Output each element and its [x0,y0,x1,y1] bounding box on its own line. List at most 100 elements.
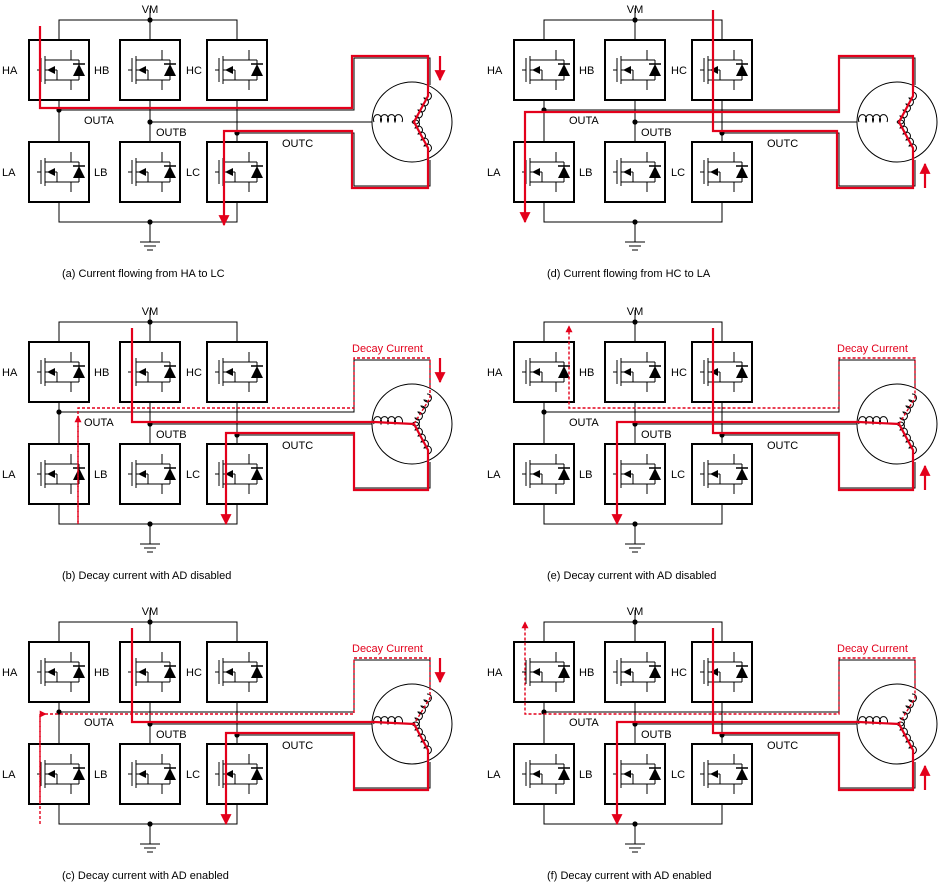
label-la: LA [487,769,501,781]
body-arrow [623,470,631,478]
body-arrow [532,66,540,74]
diode-icon [73,768,85,780]
decay-label: Decay Current [837,643,908,655]
motor [371,81,453,163]
outa-wire [59,57,431,111]
body-arrow [532,770,540,778]
body-arrow [225,770,233,778]
body-arrow [623,168,631,176]
label-ha: HA [2,65,18,77]
label-lc: LC [671,769,685,781]
body-arrow [532,668,540,676]
diode-icon [164,666,176,678]
mosfet-la [513,743,575,805]
junction-dot [147,521,153,527]
diode-icon [73,64,85,76]
body-arrow [138,770,146,778]
label-hb: HB [579,65,594,77]
body-arrow [138,168,146,176]
outa-label: OUTA [569,115,599,127]
current-path [611,328,915,526]
mosfet-hb [604,641,666,703]
body-arrow [138,668,146,676]
label-lc: LC [186,769,200,781]
mosfet-lb [604,443,666,505]
outa-label: OUTA [84,115,114,127]
body-arrow [225,668,233,676]
mosfet-ha [28,39,90,101]
body-arrow [47,770,55,778]
label-lb: LB [579,469,592,481]
junction-dot [56,409,62,415]
diode-icon [649,468,661,480]
mosfet-ha [28,641,90,703]
mosfet-lc [206,443,268,505]
coil-icon [373,416,403,426]
vm-rail [58,321,238,342]
coil-icon [858,716,888,726]
junction-dot [632,821,638,827]
motor [856,81,938,163]
diode-icon [73,468,85,480]
outc-wire [722,132,916,187]
diode-icon [558,166,570,178]
mosfet-ha [513,341,575,403]
label-lc: LC [186,469,200,481]
body-arrow [47,168,55,176]
junction-dot [147,319,153,325]
mosfet-hb [119,39,181,101]
body-arrow [225,368,233,376]
body-arrow [623,770,631,778]
diode-icon [251,468,263,480]
mosfet-hc [206,341,268,403]
body-arrow [47,368,55,376]
label-hb: HB [94,367,109,379]
body-arrow [225,66,233,74]
outc-label: OUTC [282,440,313,452]
label-hc: HC [671,367,687,379]
diode-icon [649,366,661,378]
outc-label: OUTC [282,138,313,150]
diode-icon [251,768,263,780]
mosfet-lc [691,743,753,805]
panel-caption: (f) Decay current with AD enabled [547,870,711,882]
diode-icon [736,468,748,480]
mosfet-la [513,141,575,203]
label-hb: HB [579,367,594,379]
decay-path [521,621,916,725]
coil-icon [858,114,888,124]
diode-icon [736,366,748,378]
vm-label: VM [142,606,159,618]
current-path [519,10,915,224]
diode-icon [251,64,263,76]
label-la: LA [487,167,501,179]
mosfet-hc [206,39,268,101]
junction-dot [147,119,153,125]
diode-icon [164,468,176,480]
diode-icon [736,166,748,178]
outb-label: OUTB [641,127,672,139]
label-la: LA [2,167,16,179]
diode-icon [736,666,748,678]
label-lc: LC [671,469,685,481]
diode-icon [558,64,570,76]
outa-label: OUTA [569,417,599,429]
mosfet-hc [206,641,268,703]
junction-dot [147,219,153,225]
vm-label: VM [142,306,159,318]
mosfet-hb [604,39,666,101]
label-lc: LC [186,167,200,179]
label-la: LA [2,469,16,481]
mosfet-lc [691,443,753,505]
mosfet-hc [691,39,753,101]
diode-icon [251,666,263,678]
outb-label: OUTB [641,729,672,741]
mosfet-lb [604,743,666,805]
outa-label: OUTA [84,417,114,429]
vm-rail [543,321,723,342]
coil-icon [373,716,403,726]
junction-dot [147,17,153,23]
